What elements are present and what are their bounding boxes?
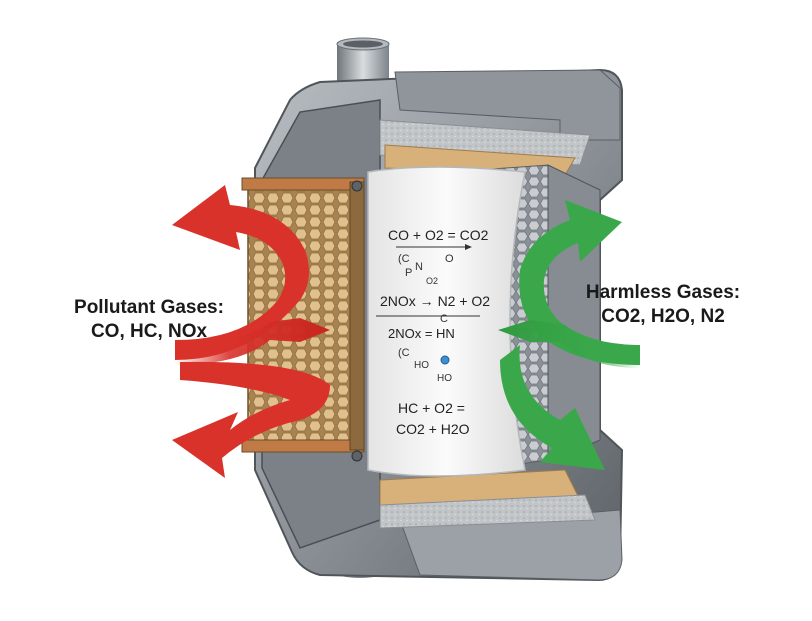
- svg-text:HO: HO: [437, 373, 452, 384]
- harmless-gases-label: Harmless Gases: CO2, H2O, N2: [568, 281, 758, 329]
- svg-text:HO: HO: [414, 360, 429, 371]
- reaction-nox-reduction: 2NOx → N2 + O2: [380, 293, 490, 309]
- reaction-hc-oxidation-1: HC + O2 =: [398, 400, 465, 416]
- svg-text:(C: (C: [398, 253, 410, 265]
- pollutant-gases-title: Pollutant Gases:: [74, 297, 224, 318]
- svg-text:P: P: [405, 267, 412, 279]
- reaction-equations: CO + O2 = CO2 (C P N O2 O 2NOx → N2 + O2…: [376, 227, 490, 437]
- pollutant-gases-list: CO, HC, NOx: [90, 320, 208, 342]
- harmless-arrows: [498, 200, 640, 470]
- svg-text:C: C: [440, 313, 448, 325]
- pollutant-gases-label: Pollutant Gases: CO, HC, NOx: [54, 296, 244, 344]
- svg-text:O: O: [445, 253, 454, 265]
- svg-text:N: N: [415, 261, 423, 273]
- reaction-nox-hn: 2NOx = HN: [388, 326, 455, 341]
- pollutant-arrows: [172, 185, 330, 478]
- reaction-hc-oxidation-2: CO2 + H2O: [396, 421, 470, 437]
- svg-text:(C: (C: [398, 347, 410, 359]
- reaction-co-oxidation: CO + O2 = CO2: [388, 227, 489, 243]
- harmless-gases-title: Harmless Gases:: [585, 282, 741, 303]
- svg-text:O2: O2: [426, 276, 438, 286]
- harmless-gases-list: CO2, H2O, N2: [601, 305, 725, 327]
